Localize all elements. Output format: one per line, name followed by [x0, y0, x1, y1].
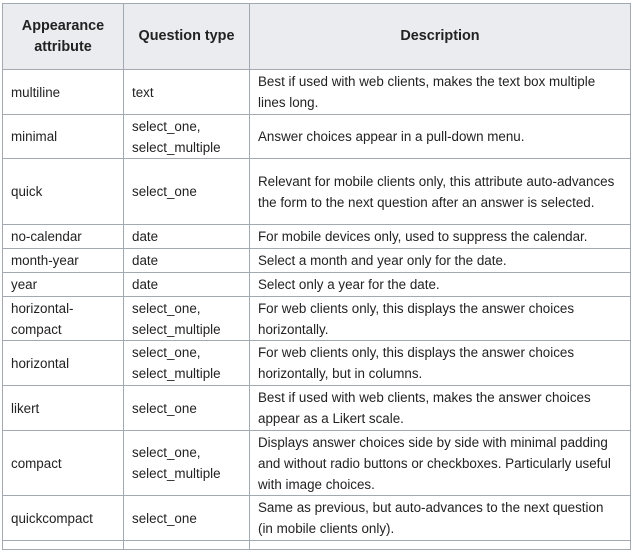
table-row: multiline text Best if used with web cli…	[2, 69, 631, 115]
table-row: month-year date Select a month and year …	[2, 248, 631, 273]
header-description: Description	[249, 3, 631, 70]
description-cell: Same as previous, but auto-advances to t…	[249, 495, 631, 541]
attribute-cell: horizontal-compact	[2, 296, 124, 341]
attribute-cell: multiline	[2, 69, 124, 115]
question-type-cell: select_one, select_multiple	[123, 114, 250, 159]
question-type-cell: date	[123, 224, 250, 249]
header-appearance-attribute: Appearance attribute	[2, 3, 124, 70]
description-cell: For mobile devices only, used to suppres…	[249, 224, 631, 249]
question-type-cell: select_one, select_multiple	[123, 296, 250, 341]
question-type-cell: date	[123, 248, 250, 273]
table-row: horizontal select_one, select_multiple F…	[2, 340, 631, 386]
header-question-type: Question type	[123, 3, 250, 70]
description-cell: Select a month and year only for the dat…	[249, 248, 631, 273]
attribute-cell: compact	[2, 430, 124, 496]
table-row: likert select_one Best if used with web …	[2, 385, 631, 431]
attribute-cell: likert	[2, 385, 124, 431]
question-type-cell: text	[123, 69, 250, 115]
description-cell: Best if used with web clients, makes the…	[249, 69, 631, 115]
attribute-cell: year	[2, 272, 124, 297]
description-cell: Best if used with web clients, makes the…	[249, 385, 631, 431]
table-row: horizontal-compact select_one, select_mu…	[2, 296, 631, 341]
description-cell: Answer choices appear in a pull-down men…	[249, 114, 631, 159]
attribute-cell: month-year	[2, 248, 124, 273]
question-type-cell: date	[123, 272, 250, 297]
description-cell: For web clients only, this displays the …	[249, 340, 631, 386]
table-row: no-calendar date For mobile devices only…	[2, 224, 631, 249]
description-cell: For web clients only, this displays the …	[249, 296, 631, 341]
table-header-row: Appearance attribute Question type Descr…	[2, 3, 631, 70]
attribute-cell: minimal	[2, 114, 124, 159]
description-cell: Select only a year for the date.	[249, 272, 631, 297]
table-row: compact select_one, select_multiple Disp…	[2, 430, 631, 496]
description-cell: Displays answer choices side by side wit…	[249, 430, 631, 496]
question-type-cell: select_one	[123, 495, 250, 541]
attribute-cell: no-calendar	[2, 224, 124, 249]
attribute-cell: quickcompact	[2, 495, 124, 541]
question-type-cell: select_one	[123, 158, 250, 225]
table-row: year date Select only a year for the dat…	[2, 272, 631, 297]
attribute-cell: quick	[2, 158, 124, 225]
table-row: quickcompact select_one Same as previous…	[2, 495, 631, 541]
question-type-cell: select_one, select_multiple	[123, 430, 250, 496]
table-row: minimal select_one, select_multiple Answ…	[2, 114, 631, 159]
empty-cell	[123, 540, 250, 550]
attribute-cell: horizontal	[2, 340, 124, 386]
empty-cell	[2, 540, 124, 550]
empty-cell	[249, 540, 631, 550]
question-type-cell: select_one, select_multiple	[123, 340, 250, 386]
table-row-partial	[2, 540, 631, 550]
table-row: quick select_one Relevant for mobile cli…	[2, 158, 631, 225]
description-cell: Relevant for mobile clients only, this a…	[249, 158, 631, 225]
question-type-cell: select_one	[123, 385, 250, 431]
appearance-attributes-table: Appearance attribute Question type Descr…	[2, 3, 631, 550]
